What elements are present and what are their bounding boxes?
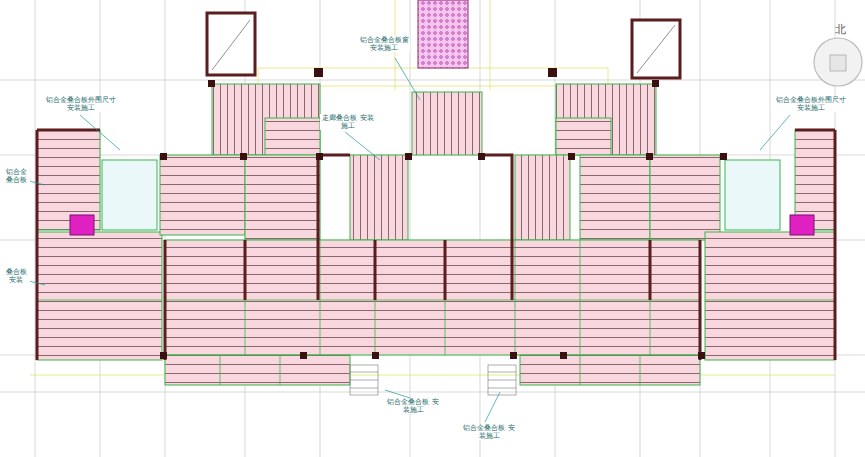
callout-note: 铝合金叠合板外围尺寸 安装施工 [42,96,120,112]
callout-note: 铝合金叠合板外围尺寸 安装施工 [772,96,850,112]
callout-note: 铝合金叠合板 安装施工 [384,398,442,414]
callout-note: 铝合金叠合板窗 安装施工 [358,36,410,52]
callout-note: 叠合板 安装 [2,268,30,284]
callout-note: 走廊叠合板 安装施工 [320,114,376,130]
compass-letter: 北 [832,24,848,37]
callout-note: 铝合金叠合板 安装施工 [460,424,518,440]
callout-note: 铝合金 叠合板 [2,168,30,184]
